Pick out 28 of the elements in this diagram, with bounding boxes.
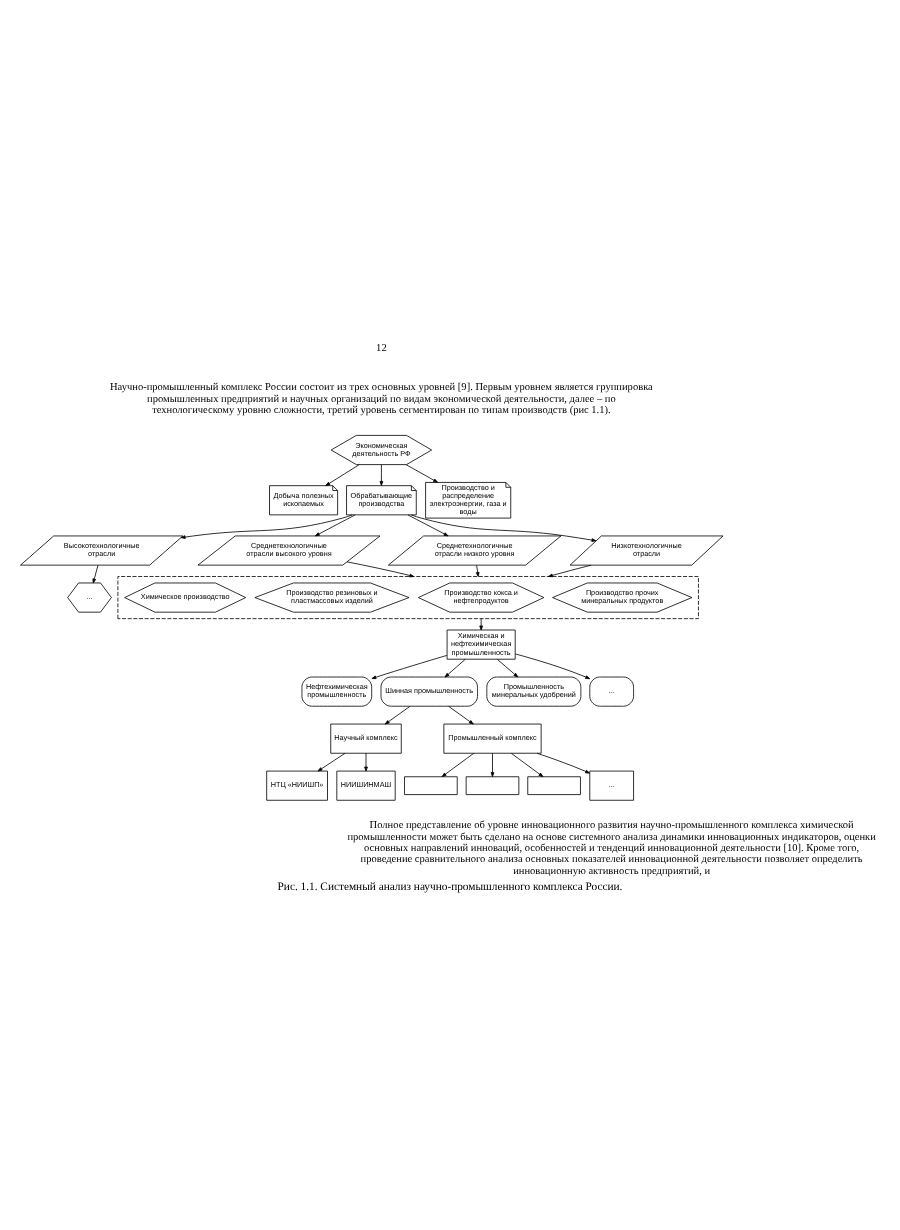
node-box [404, 776, 458, 795]
arrow [510, 752, 544, 778]
arrow [407, 514, 449, 537]
arrow [325, 464, 360, 486]
arrow [314, 514, 356, 537]
arrow [548, 564, 592, 578]
arrow [515, 653, 591, 680]
arrow [441, 752, 475, 778]
arrow [92, 564, 99, 584]
arrow [410, 514, 597, 542]
arrow [384, 705, 411, 725]
arrow [448, 705, 474, 725]
arrow [405, 464, 438, 483]
arrow [379, 464, 384, 486]
arrow [371, 655, 448, 680]
node-box [527, 776, 581, 795]
arrow [479, 618, 483, 631]
arrow [475, 564, 480, 577]
arrow [317, 752, 346, 772]
arrow [490, 752, 495, 778]
arrow [536, 752, 590, 774]
arrow [180, 514, 353, 539]
arrow [444, 658, 466, 678]
cluster [117, 576, 699, 620]
arrow [346, 561, 415, 578]
node-box [465, 776, 520, 795]
arrow [364, 752, 368, 772]
arrow [496, 658, 519, 678]
